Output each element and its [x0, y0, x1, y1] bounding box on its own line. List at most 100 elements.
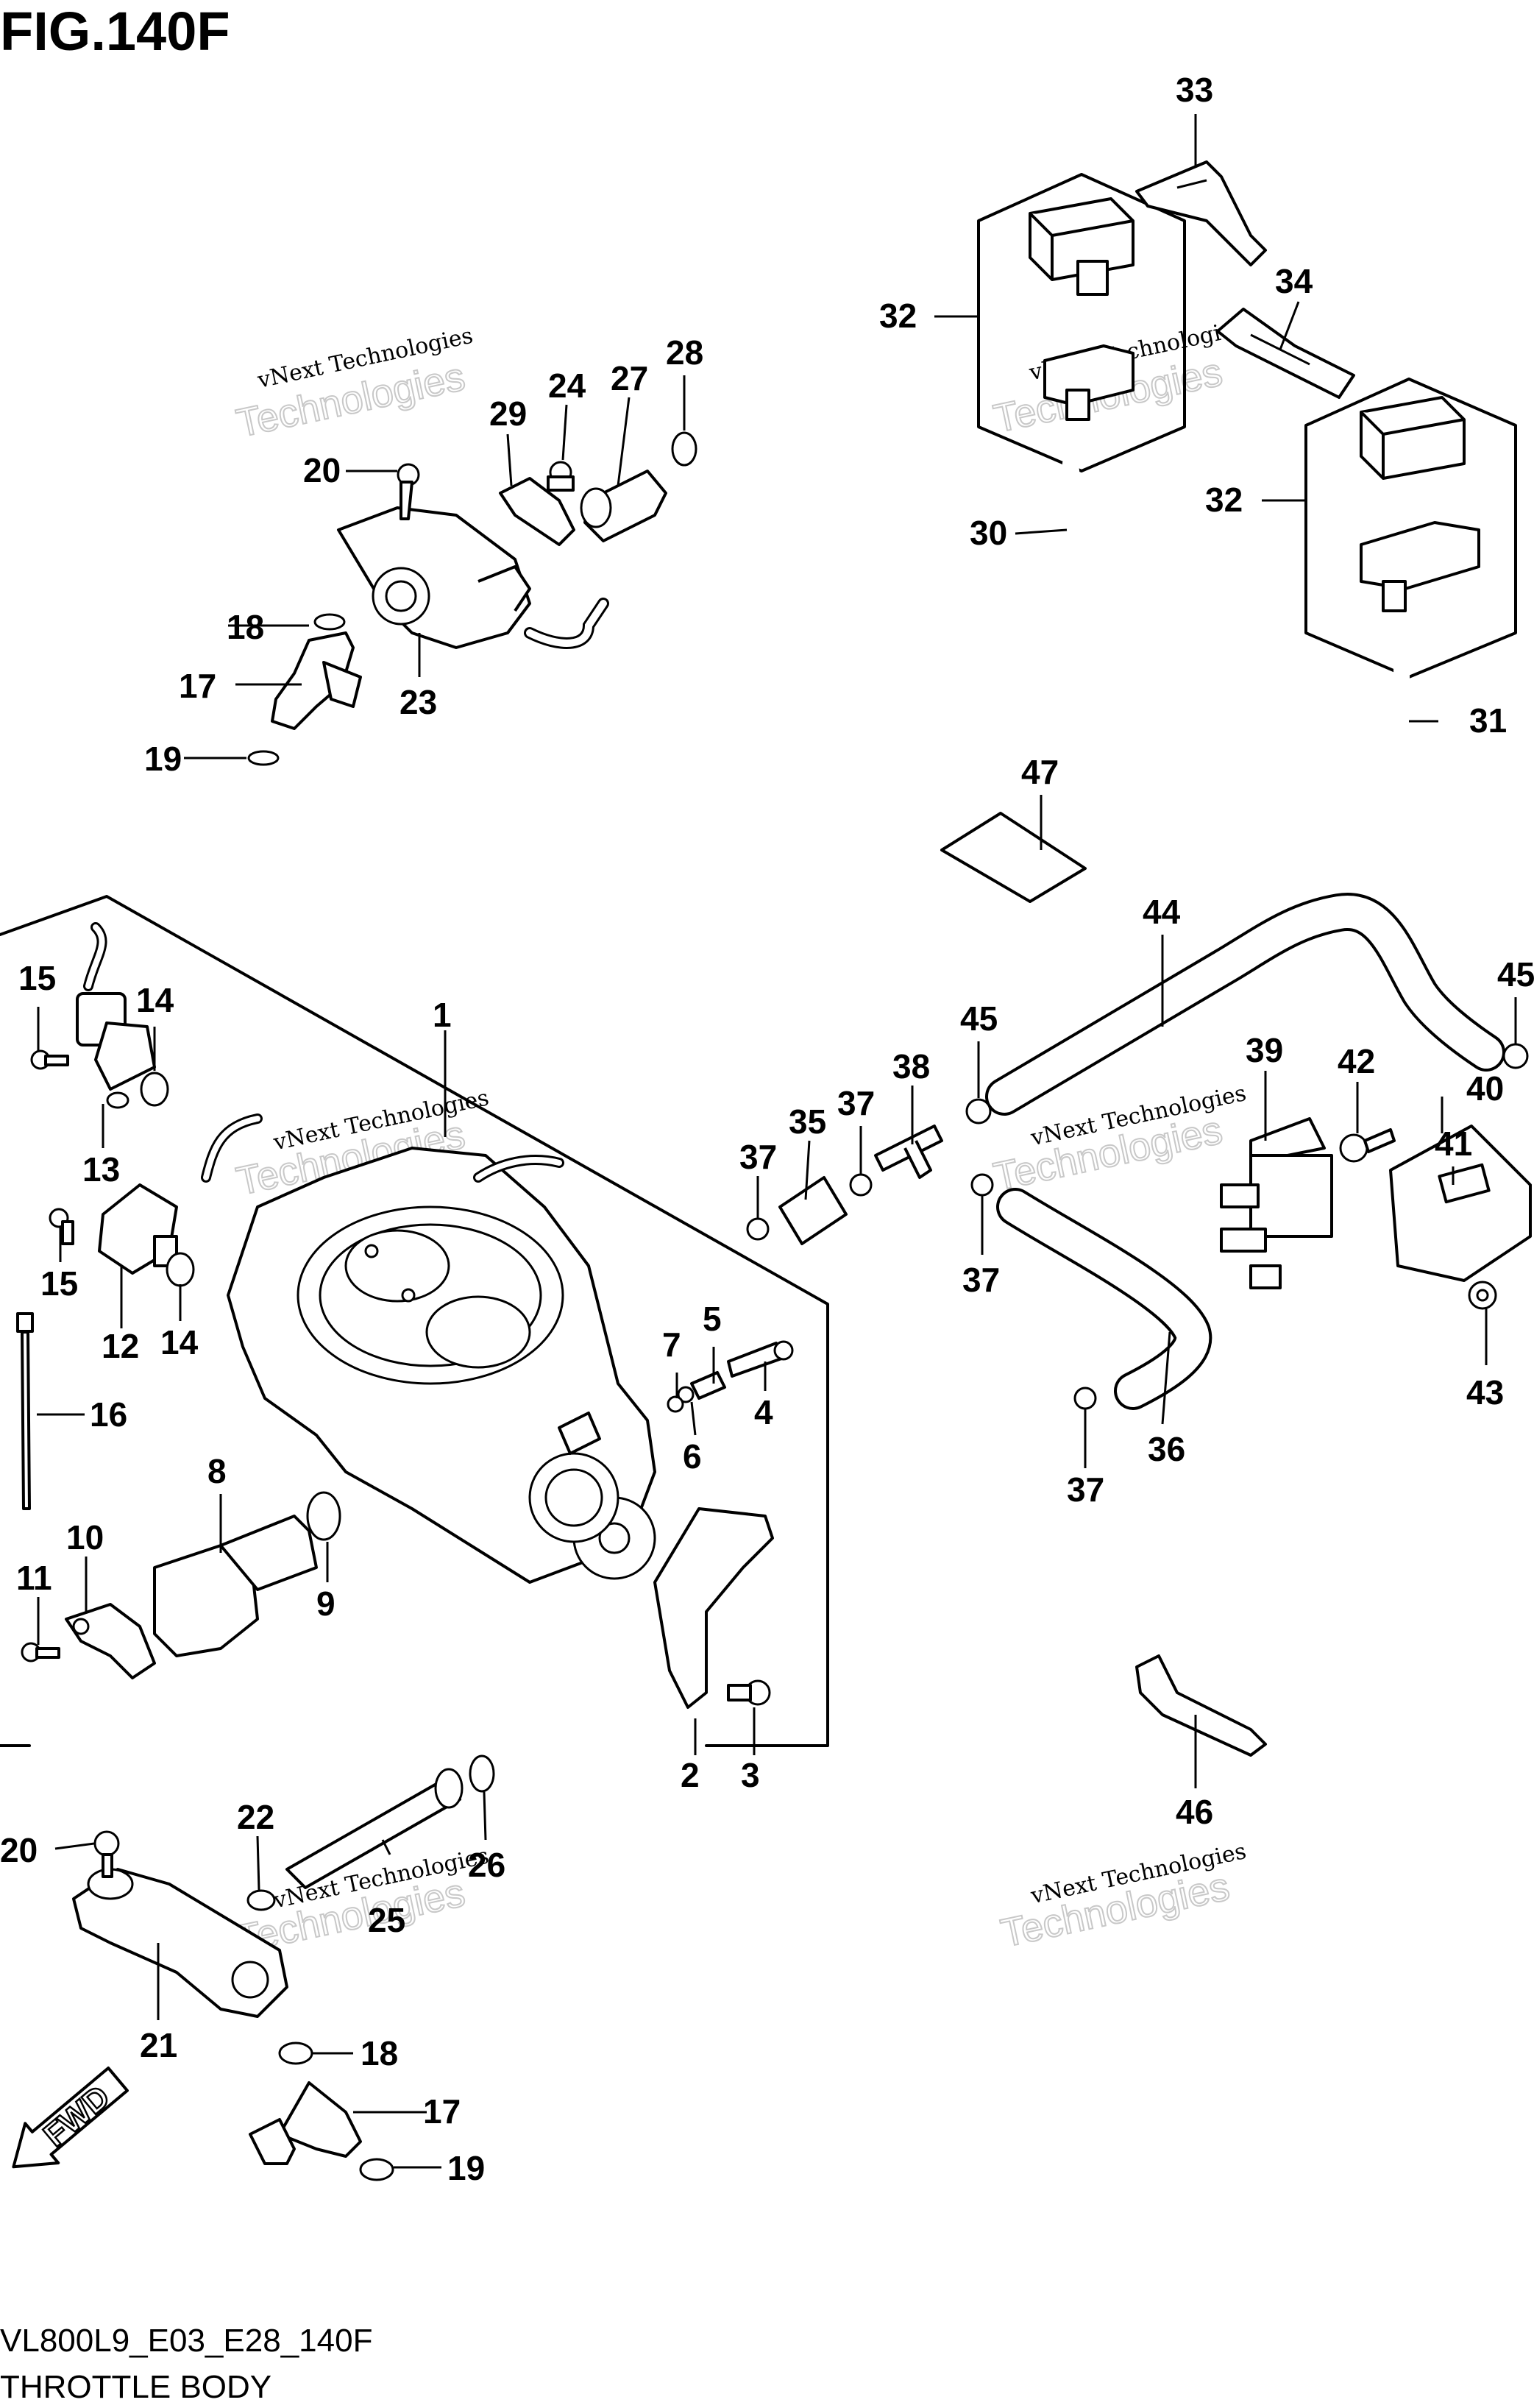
callout-37-a: 37: [739, 1138, 777, 1176]
callout-30: 30: [970, 514, 1007, 552]
bracket-40: [1389, 1125, 1532, 1282]
callout-33: 33: [1176, 71, 1213, 109]
washer-6: [677, 1386, 695, 1403]
callout-26: 26: [468, 1846, 505, 1884]
leader-lines: [37, 114, 1517, 2169]
figure-name: THROTTLE BODY: [0, 2369, 271, 2405]
hose-30: [1062, 456, 1240, 818]
clamp-37-a: [746, 1217, 770, 1241]
callout-10: 10: [66, 1518, 104, 1557]
screw-3: [727, 1679, 771, 1706]
callout-2: 2: [681, 1756, 700, 1794]
callout-39: 39: [1246, 1031, 1283, 1069]
callouts: 1 2 3 4 5 6 7 8 9 10 11 12 13 14 14 15 1…: [0, 71, 1534, 2187]
callout-17-lower: 17: [423, 2092, 461, 2131]
figure-title: FIG.140F: [0, 1, 230, 62]
callout-1: 1: [433, 996, 452, 1034]
callout-17-upper: 17: [179, 667, 216, 705]
fuel-delivery-23: [337, 506, 609, 649]
callout-24: 24: [548, 366, 586, 405]
clamp-37-c: [970, 1173, 994, 1197]
callout-5: 5: [703, 1300, 722, 1338]
screw-15-lower: [49, 1208, 74, 1245]
callout-15-upper: 15: [18, 959, 56, 997]
callout-32-lower: 32: [1205, 481, 1243, 519]
callout-31: 31: [1469, 701, 1507, 740]
connector-box-upper: [977, 173, 1186, 472]
clamp-37-d: [1073, 1387, 1097, 1410]
callout-9: 9: [316, 1584, 335, 1623]
sensor-12: [98, 1113, 263, 1275]
callout-14-upper: 14: [136, 981, 174, 1019]
callout-27: 27: [611, 359, 648, 397]
throttle-body-main: [227, 1147, 656, 1584]
connector-part-32-upper: [1029, 197, 1134, 421]
watermark-top-left: Technologies vNext Technologies: [232, 323, 475, 447]
callout-18-lower: 18: [361, 2034, 398, 2072]
bracket-46: [1135, 1654, 1267, 1757]
throttle-body-assembly-frame: [0, 895, 829, 1747]
screw-15-upper: [30, 1049, 69, 1070]
callout-34: 34: [1275, 262, 1313, 300]
pipe-25: [285, 1768, 464, 1889]
bolt-20-lower: [93, 1830, 120, 1878]
bolt-24: [547, 461, 575, 492]
callout-36: 36: [1148, 1430, 1185, 1468]
nut-43: [1468, 1281, 1497, 1310]
callout-37-b: 37: [837, 1084, 875, 1122]
callout-21: 21: [140, 2026, 177, 2064]
fuel-injector-17-lower: [249, 2081, 362, 2165]
hose-31: [1302, 651, 1410, 884]
callout-45-a: 45: [960, 999, 998, 1038]
solenoid-valve-39: [1220, 1117, 1333, 1289]
callout-19-lower: 19: [447, 2149, 485, 2187]
joint-38: [874, 1125, 943, 1179]
sensor-8: [153, 1515, 318, 1657]
callout-38: 38: [892, 1047, 930, 1086]
callout-45-b: 45: [1497, 955, 1534, 994]
callout-18-upper: 18: [227, 608, 264, 646]
hose-44: [985, 893, 1505, 1116]
callout-22: 22: [237, 1798, 274, 1836]
callout-3: 3: [741, 1756, 760, 1794]
callout-37-d: 37: [1067, 1470, 1104, 1509]
callout-15-lower: 15: [40, 1264, 78, 1303]
callout-19-upper: 19: [144, 740, 182, 778]
fuel-delivery-21: [72, 1868, 288, 2018]
callout-4: 4: [754, 1393, 773, 1431]
o-ring-9: [306, 1491, 341, 1541]
callout-43: 43: [1466, 1373, 1504, 1412]
o-ring-28: [671, 431, 697, 467]
o-ring-14-upper: [140, 1072, 169, 1107]
bracket-33: [1135, 160, 1267, 266]
watermark-bottom-right: Technologies vNext Technologies: [996, 1838, 1249, 1956]
screw-11: [21, 1642, 60, 1662]
callout-7: 7: [662, 1325, 681, 1364]
plate-29: [499, 477, 575, 546]
callout-11: 11: [16, 1559, 52, 1597]
callout-35: 35: [789, 1102, 826, 1141]
clamp-45-b: [1502, 1043, 1529, 1069]
pressure-regulator-27: [580, 470, 667, 542]
callout-20-lower: 20: [0, 1831, 38, 1869]
o-ring-14-lower: [166, 1252, 195, 1287]
o-ring-18-lower: [278, 2042, 313, 2065]
bracket-34: [1216, 308, 1355, 399]
fuel-injector-17-upper: [271, 631, 362, 730]
bracket-10: [65, 1603, 156, 1679]
screw-4: [727, 1340, 794, 1378]
figure-code: VL800L9_E03_E28_140F: [0, 2323, 372, 2359]
callout-25: 25: [368, 1901, 405, 1939]
callout-46: 46: [1176, 1793, 1213, 1831]
bolt-20-upper: [397, 463, 420, 520]
label-47: [940, 812, 1087, 903]
callout-20-upper: 20: [303, 451, 341, 489]
callout-41: 41: [1435, 1125, 1472, 1163]
o-ring-26: [469, 1754, 495, 1793]
callout-37-c: 37: [962, 1261, 1000, 1299]
washer-7: [667, 1395, 684, 1413]
o-ring-19-lower: [359, 2158, 394, 2181]
callout-28: 28: [666, 333, 703, 372]
callout-16: 16: [90, 1395, 127, 1434]
